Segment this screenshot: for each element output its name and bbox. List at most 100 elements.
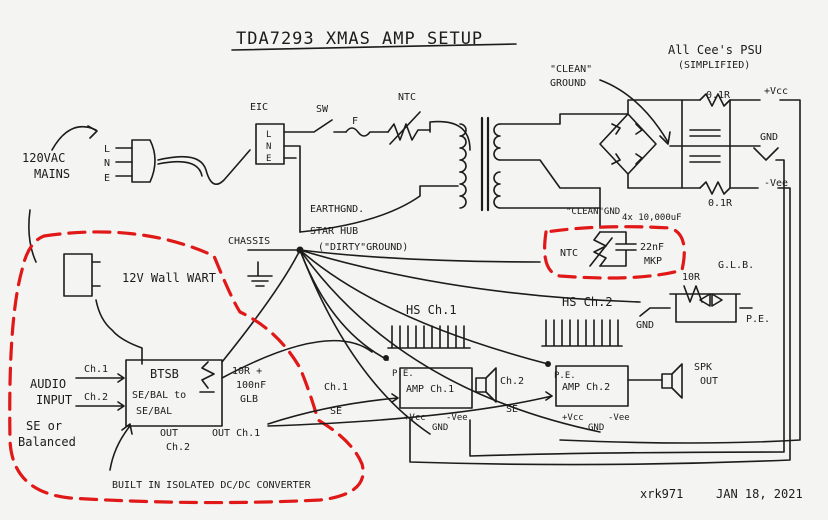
vcc-label: +Vcc — [764, 86, 788, 97]
audio-ch2: Ch.2 — [84, 392, 108, 403]
star-to-protection — [299, 249, 641, 303]
amp1-se: SE — [330, 406, 342, 417]
rect-neg-out — [627, 173, 701, 189]
secondary-coil-2 — [493, 171, 501, 209]
ntc-block-cap: 22nF — [640, 242, 664, 253]
eic-inlet-icon — [255, 123, 285, 165]
ntc-block-resistor-icon — [593, 231, 607, 267]
star-to-amp1-gnd — [299, 249, 431, 435]
vee-label: -Vee — [764, 178, 788, 189]
earth-gnd-label: EARTHGND. — [310, 204, 364, 215]
btsb-side-2: 100nF — [236, 380, 266, 391]
mains-cord — [157, 149, 251, 186]
amp1-pe-node — [383, 355, 389, 361]
transformer-core — [480, 116, 490, 212]
amp2-in-label: Ch.2 — [500, 376, 524, 387]
btsb-wire-up — [221, 339, 373, 379]
btsb-side-3: GLB — [240, 394, 258, 405]
amp1-heatsink-icon — [387, 325, 471, 349]
amp2-box — [555, 365, 629, 407]
ntc-highlight — [543, 225, 686, 280]
btsb-out2-2: Ch.2 — [166, 442, 190, 453]
switch-icon — [283, 119, 347, 133]
amp2-vcc: +Vcc — [562, 413, 584, 423]
primary-coil-1 — [459, 123, 467, 173]
audio-ch1-arrow — [75, 373, 125, 383]
speaker-out-label-2: OUT — [700, 376, 718, 387]
ntc-block-cap-type: MKP — [644, 256, 662, 267]
btsb-box — [125, 359, 223, 427]
primary-coil-2 — [459, 171, 467, 209]
protection-pe: P.E. — [746, 314, 770, 325]
wall-wart-label: 12V Wall WART — [122, 271, 216, 285]
amp2-speaker-icon — [661, 363, 683, 399]
amp1-speaker-icon — [475, 367, 497, 403]
plug-pins — [115, 147, 133, 177]
mains-voltage: 120VAC — [22, 151, 65, 165]
audio-ch1: Ch.1 — [84, 364, 108, 375]
eic-label: EIC — [250, 102, 268, 113]
btsb-out1: OUT Ch.1 — [212, 428, 260, 439]
eic-e: E — [266, 154, 271, 164]
amp2-vee: -Vee — [608, 413, 630, 423]
amp1-vee: -Vee — [446, 413, 468, 423]
audio-label-2: INPUT — [36, 393, 72, 407]
mains-e: E — [104, 173, 110, 184]
amp1-box — [399, 367, 473, 409]
mains-e-arrow — [28, 209, 37, 263]
fuse-label: F — [352, 116, 358, 127]
mains-cord-2 — [157, 160, 203, 177]
protection-r-label: 10R — [682, 272, 701, 283]
protection-glb-label: G.L.B. — [718, 260, 754, 271]
btsb-name: BTSB — [150, 367, 179, 381]
gnd-stub — [639, 307, 671, 317]
amp1-gnd: GND — [432, 423, 448, 433]
amp1-vcc: +Vcc — [404, 413, 426, 423]
clean-ground-label-2: GROUND — [550, 78, 586, 89]
btsb-out2-1: OUT — [160, 428, 178, 439]
btsb-line1: SE/BAL to — [132, 390, 186, 401]
psu-sublabel: (SIMPLIFIED) — [678, 60, 750, 71]
signature-author: xrk971 — [640, 487, 683, 501]
mains-n: N — [104, 158, 110, 169]
bridge-diodes — [611, 123, 643, 165]
amp1-pe: P.E. — [392, 369, 414, 379]
psu-r-bottom: 0.1R — [708, 198, 733, 209]
mains-label: MAINS — [34, 167, 70, 181]
audio-note-2: Balanced — [18, 435, 76, 449]
audio-ch2-arrow — [75, 401, 125, 411]
amp1-name: AMP Ch.1 — [406, 384, 454, 395]
dirty-ground-label: ("DIRTY"GROUND) — [318, 242, 408, 253]
eic-l: L — [266, 130, 271, 140]
ntc-block-cap-icon — [599, 231, 637, 267]
psu-gnd-label: GND — [760, 132, 778, 143]
ntc-block-label: NTC — [560, 248, 578, 259]
chassis-label: CHASSIS — [228, 236, 270, 247]
star-to-amp2-gnd — [299, 249, 601, 433]
wall-wart-cord — [95, 299, 143, 365]
wall-wart-icon — [63, 253, 101, 297]
psu-label: All Cee's PSU — [668, 43, 762, 57]
secondary-top-wire — [499, 113, 629, 125]
ntc-label: NTC — [398, 92, 416, 103]
amp2-heatsink-icon — [541, 319, 623, 347]
clean-gnd-bottom: "CLEAN"GND — [566, 207, 620, 217]
amp1-input-wire — [267, 393, 399, 425]
vee-rail — [409, 187, 791, 466]
amp2-hs: HS Ch.2 — [562, 295, 613, 309]
amp2-pe: P.E. — [554, 371, 576, 381]
mains-arrowhead — [87, 125, 98, 139]
r-bottom-icon — [699, 181, 759, 195]
star-to-btsb — [221, 249, 301, 363]
bridge-rectifier-icon — [599, 113, 657, 175]
amp2-name: AMP Ch.2 — [562, 382, 610, 393]
neutral-wire — [283, 145, 301, 233]
star-to-amp2-pe — [299, 249, 549, 365]
rect-pos-out — [627, 99, 701, 115]
ntc-resistor-icon — [387, 123, 431, 141]
title: TDA7293 XMAS AMP SETUP — [236, 29, 483, 49]
title-underline — [231, 43, 517, 51]
secondary-center-tap — [499, 159, 601, 189]
